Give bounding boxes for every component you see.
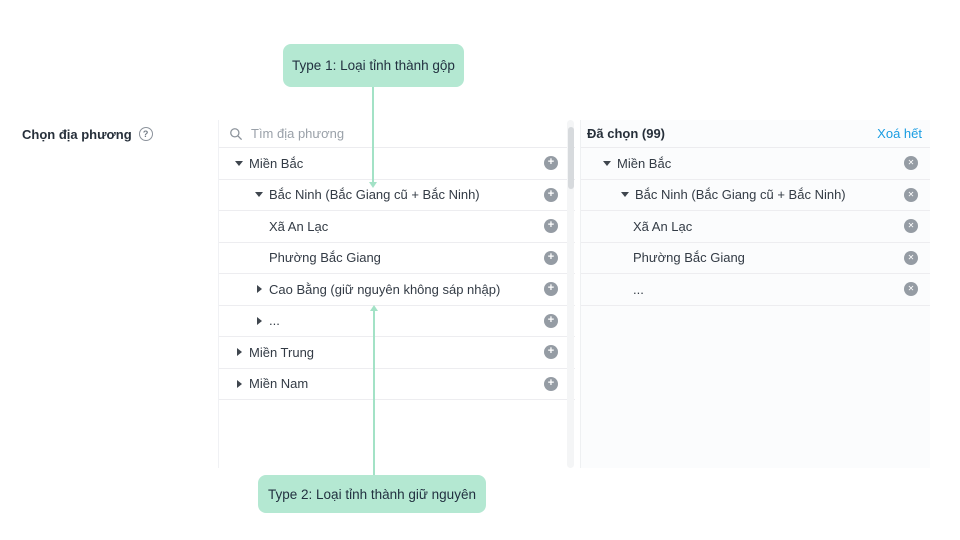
add-item-button[interactable]: + (544, 156, 558, 171)
tree-item-label: ... (269, 313, 280, 329)
tree-row: Bắc Ninh (Bắc Giang cũ + Bắc Ninh) ✕ (581, 180, 930, 211)
tree-item-label: ... (633, 281, 644, 297)
add-item-button[interactable]: + (544, 219, 558, 234)
search-bar (219, 120, 575, 148)
remove-item-button[interactable]: ✕ (904, 219, 918, 234)
tree-row: Bắc Ninh (Bắc Giang cũ + Bắc Ninh) + (219, 180, 575, 211)
tree-row: Cao Bằng (giữ nguyên không sáp nhập) + (219, 274, 575, 306)
tree-item-label: Phường Bắc Giang (269, 250, 381, 266)
tree-row: Xã An Lạc + (219, 211, 575, 243)
location-tree: Miền Bắc+Bắc Ninh (Bắc Giang cũ + Bắc Ni… (219, 148, 575, 400)
add-item-button[interactable]: + (544, 313, 558, 328)
tree-row: ... ✕ (581, 274, 930, 306)
remove-item-button[interactable]: ✕ (904, 187, 918, 202)
tree-row: Xã An Lạc ✕ (581, 211, 930, 243)
page-title: Chọn địa phương (22, 126, 132, 142)
tree-row: Miền Bắc + (219, 148, 575, 180)
tree-row: Miền Bắc ✕ (581, 148, 930, 180)
tree-item-label: Miền Trung (249, 344, 315, 360)
annotation-type1-tooltip: Type 1: Loại tỉnh thành gộp (283, 44, 464, 87)
annotation-type2-tooltip: Type 2: Loại tỉnh thành giữ nguyên (258, 475, 486, 513)
tree-item-label: Bắc Ninh (Bắc Giang cũ + Bắc Ninh) (635, 187, 846, 203)
annotation-line-bottom (373, 311, 375, 475)
arrow-down-icon (369, 182, 377, 188)
caret-down-icon[interactable] (601, 161, 613, 166)
tree-item-label: Xã An Lạc (633, 218, 693, 234)
tree-row: Phường Bắc Giang ✕ (581, 243, 930, 274)
scrollbar-track (567, 120, 574, 468)
selected-count-title: Đã chọn (99) (587, 126, 666, 141)
add-item-button[interactable]: + (544, 187, 558, 202)
tree-row: Miền Nam + (219, 369, 575, 400)
caret-right-icon[interactable] (233, 348, 245, 356)
tree-item-label: Phường Bắc Giang (633, 250, 745, 266)
arrow-up-icon (370, 305, 378, 311)
search-input[interactable] (251, 126, 565, 141)
caret-down-icon[interactable] (253, 192, 265, 197)
caret-down-icon[interactable] (619, 192, 631, 197)
tree-item-label: Cao Bằng (giữ nguyên không sáp nhập) (269, 281, 501, 297)
tree-item-label: Xã An Lạc (269, 218, 329, 234)
help-icon[interactable] (138, 127, 153, 141)
remove-item-button[interactable]: ✕ (904, 250, 918, 265)
add-item-button[interactable]: + (544, 345, 558, 360)
annotation-line-top (372, 87, 374, 183)
remove-item-button[interactable]: ✕ (904, 282, 918, 297)
selected-panel-header: Đã chọn (99) Xoá hết (581, 120, 930, 148)
tree-row: Miền Trung + (219, 337, 575, 369)
tree-item-label: Miền Nam (249, 376, 309, 392)
selected-tree: Miền Bắc✕Bắc Ninh (Bắc Giang cũ + Bắc Ni… (581, 148, 930, 306)
tree-item-label: Miền Bắc (617, 155, 672, 171)
selected-panel: Đã chọn (99) Xoá hết Miền Bắc✕Bắc Ninh (… (580, 120, 930, 468)
caret-right-icon[interactable] (253, 285, 265, 293)
add-item-button[interactable]: + (544, 282, 558, 297)
location-tree-panel: Miền Bắc+Bắc Ninh (Bắc Giang cũ + Bắc Ni… (218, 120, 575, 468)
add-item-button[interactable]: + (544, 250, 558, 265)
add-item-button[interactable]: + (544, 376, 558, 391)
scrollbar-thumb[interactable] (567, 127, 574, 189)
tree-item-label: Miền Bắc (249, 155, 304, 171)
tree-row: Phường Bắc Giang + (219, 243, 575, 274)
remove-item-button[interactable]: ✕ (904, 156, 918, 171)
search-icon (230, 127, 242, 140)
caret-down-icon[interactable] (233, 161, 245, 166)
tree-item-label: Bắc Ninh (Bắc Giang cũ + Bắc Ninh) (269, 187, 480, 203)
clear-all-link[interactable]: Xoá hết (877, 126, 922, 141)
caret-right-icon[interactable] (233, 380, 245, 388)
page-label-group: Chọn địa phương (22, 120, 153, 148)
caret-right-icon[interactable] (253, 317, 265, 325)
tree-row: ... + (219, 306, 575, 337)
